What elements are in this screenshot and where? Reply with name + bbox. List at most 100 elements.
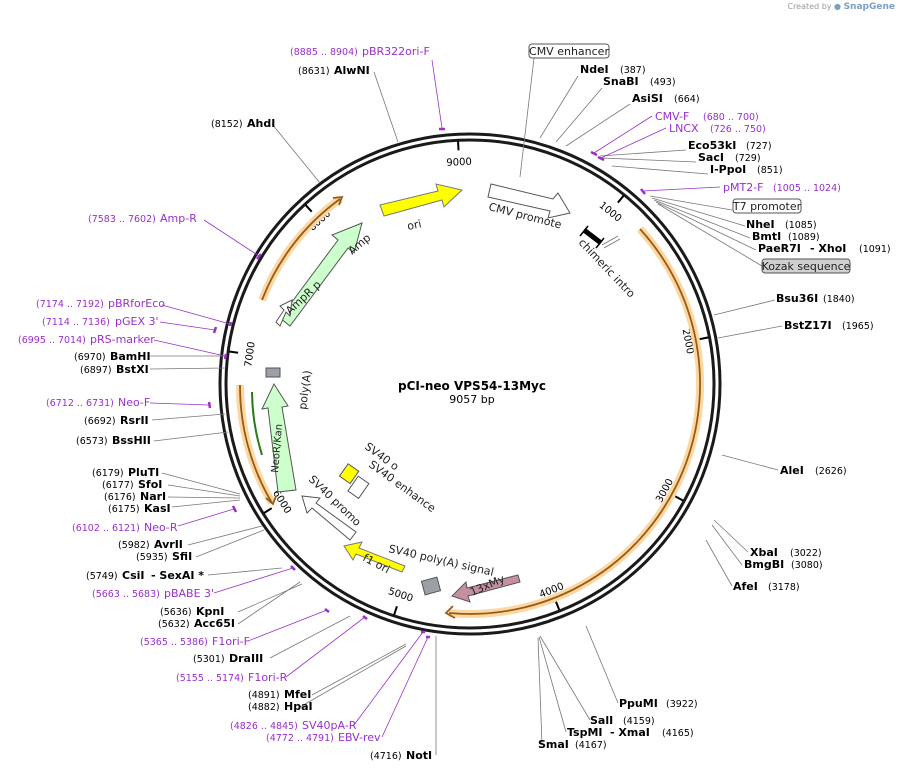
feature-chimeric-intron[interactable] xyxy=(579,225,621,249)
primer-neo-f[interactable]: Neo-F xyxy=(118,396,150,409)
site-paer7i[interactable]: PaeR7I xyxy=(758,242,801,255)
primer-pgex-3[interactable]: pGEX 3' xyxy=(115,315,159,328)
site-xhoi[interactable]: - XhoI xyxy=(810,242,846,255)
site-avrii[interactable]: AvrII xyxy=(154,538,183,551)
site-bstxi[interactable]: BstXI xyxy=(116,363,149,376)
tick-mark xyxy=(304,204,313,213)
feature-label-sv40-enhancer: SV40 enhancer xyxy=(0,0,438,515)
site-pos-draiii: (5301) xyxy=(193,654,225,665)
site-i-ppoi[interactable]: I-PpoI xyxy=(710,163,746,176)
primer-labels: (8885 .. 8904) pBR322ori-F CMV-F (680 ..… xyxy=(18,45,841,744)
primer-cmv-f[interactable]: CMV-F xyxy=(655,110,689,123)
feature-sv40-ori[interactable] xyxy=(338,463,360,485)
site-ahdi[interactable]: AhdI xyxy=(247,117,275,130)
site-smai[interactable]: SmaI xyxy=(538,738,569,751)
site-pos-alwni: (8631) xyxy=(298,66,330,77)
feature-f1-ori[interactable] xyxy=(343,541,406,573)
tick-mark xyxy=(617,195,625,204)
site-hpai[interactable]: HpaI xyxy=(284,700,313,713)
feature-neor-kanr[interactable] xyxy=(261,382,297,493)
primer-lncx[interactable]: LNCX xyxy=(669,122,699,135)
site-tspmi[interactable]: TspMI xyxy=(567,726,603,739)
site-sfii[interactable]: SfiI xyxy=(172,550,192,563)
site-pos-bsu36i: (1840) xyxy=(823,294,855,305)
primer-f1ori-f[interactable]: F1ori-F xyxy=(212,635,250,648)
site-pos-alei: (2626) xyxy=(815,466,847,477)
site-eco53ki[interactable]: Eco53kI xyxy=(688,139,736,152)
site-mfei[interactable]: MfeI xyxy=(284,688,311,701)
site-nari[interactable]: NarI xyxy=(140,490,166,503)
orf-arc-vps54[interactable] xyxy=(448,226,704,618)
site-csii[interactable]: CsiI xyxy=(122,569,144,582)
site-pos-sfoi: (6177) xyxy=(102,480,134,491)
feature-polya-signal[interactable] xyxy=(265,367,281,378)
feature-sv40-polya-signal[interactable] xyxy=(420,576,442,596)
feature-sv40-promoter[interactable] xyxy=(301,495,357,541)
site-bsshii[interactable]: BssHII xyxy=(112,434,151,447)
site-bamhi[interactable]: BamHI xyxy=(110,350,151,363)
primer-pbrforeco[interactable]: pBRforEco xyxy=(108,297,165,310)
site-bsu36i[interactable]: Bsu36I xyxy=(776,292,818,305)
site-bmti[interactable]: BmtI xyxy=(752,230,781,243)
feature-cmv-promoter[interactable] xyxy=(487,183,571,219)
site-alei[interactable]: AleI xyxy=(780,464,804,477)
site-acc65i[interactable]: Acc65I xyxy=(194,617,235,630)
backbone xyxy=(218,132,722,636)
primer-pos-cmv-f: (680 .. 700) xyxy=(703,112,759,123)
site-sali[interactable]: SalI xyxy=(590,714,613,727)
feature-box-label-t7-promoter: T7 promoter xyxy=(732,200,802,213)
primer-pos-pbr322ori-f: (8885 .. 8904) xyxy=(290,47,358,58)
site-draiii[interactable]: DraIII xyxy=(229,652,263,665)
site-kpni[interactable]: KpnI xyxy=(196,605,224,618)
site-asisi[interactable]: AsiSI xyxy=(632,92,663,105)
site-pos-bmti: (1089) xyxy=(788,232,820,243)
site-ndei[interactable]: NdeI xyxy=(580,63,609,76)
feature-ampr[interactable] xyxy=(279,222,363,327)
feature-label-polya-signal: poly(A) signal xyxy=(0,0,315,410)
feature-sv40-enhancer[interactable] xyxy=(347,475,370,500)
primer-pos-f1ori-r: (5155 .. 5174) xyxy=(176,673,244,684)
site-nhei[interactable]: NheI xyxy=(746,218,775,231)
tick-mark xyxy=(263,507,273,514)
primer-pbabe-3[interactable]: pBABE 3' xyxy=(164,587,214,600)
tick-mark xyxy=(393,605,398,616)
credit-prefix: Created by xyxy=(787,2,832,11)
site-rsrii[interactable]: RsrII xyxy=(120,414,149,427)
primer-pbr322ori-f[interactable]: pBR322ori-F xyxy=(362,45,430,58)
primer-pos-lncx: (726 .. 750) xyxy=(710,124,766,135)
site-alwni[interactable]: AlwNI xyxy=(334,64,370,77)
primer-pos-pgex-3: (7114 .. 7136) xyxy=(42,317,110,328)
site-pos-mfei: (4891) xyxy=(248,690,280,701)
primer-ebv-rev[interactable]: EBV-rev xyxy=(338,731,381,744)
primer-pmt2-f[interactable]: pMT2-F xyxy=(723,181,764,194)
primer-prs-marker[interactable]: pRS-marker xyxy=(90,333,155,346)
feature-ampr-promoter[interactable] xyxy=(275,299,293,327)
feature-ori[interactable] xyxy=(379,183,464,217)
site-snabi[interactable]: SnaBI xyxy=(603,75,639,88)
feature-box-t7-promoter[interactable]: T7 promoter xyxy=(732,198,802,214)
site-pluti[interactable]: PluTI xyxy=(128,466,159,479)
tick-label: 5000 xyxy=(387,586,415,604)
site-xmai[interactable]: - XmaI xyxy=(610,726,650,739)
site-bstz17i[interactable]: BstZ17I xyxy=(784,319,832,332)
site-sfoi[interactable]: SfoI xyxy=(138,478,162,491)
primer-amp-r[interactable]: Amp-R xyxy=(160,212,197,225)
primer-f1ori-r[interactable]: F1ori-R xyxy=(248,671,288,684)
site-saci[interactable]: SacI xyxy=(698,151,724,164)
primer-neo-r[interactable]: Neo-R xyxy=(144,521,178,534)
site-sexai[interactable]: - SexAI * xyxy=(151,569,204,582)
site-noti[interactable]: NotI xyxy=(406,749,432,762)
site-pos-hpai: (4882) xyxy=(248,702,280,713)
site-pos-sali: (4159) xyxy=(623,716,655,727)
primer-sv40pa-r[interactable]: SV40pA-R xyxy=(302,719,357,732)
feature-box-cmv-enhancer[interactable]: CMV enhancer xyxy=(528,43,610,59)
site-afei[interactable]: AfeI xyxy=(733,580,758,593)
feature-13xmyc[interactable] xyxy=(451,574,521,603)
site-xbai[interactable]: XbaI xyxy=(750,546,778,559)
site-ppumi[interactable]: PpuMI xyxy=(619,697,658,710)
tick-mark xyxy=(674,495,684,502)
site-kasi[interactable]: KasI xyxy=(144,502,171,515)
site-bmgbi[interactable]: BmgBI xyxy=(744,558,784,571)
feature-box-kozak-sequence[interactable]: Kozak sequence xyxy=(761,258,851,274)
